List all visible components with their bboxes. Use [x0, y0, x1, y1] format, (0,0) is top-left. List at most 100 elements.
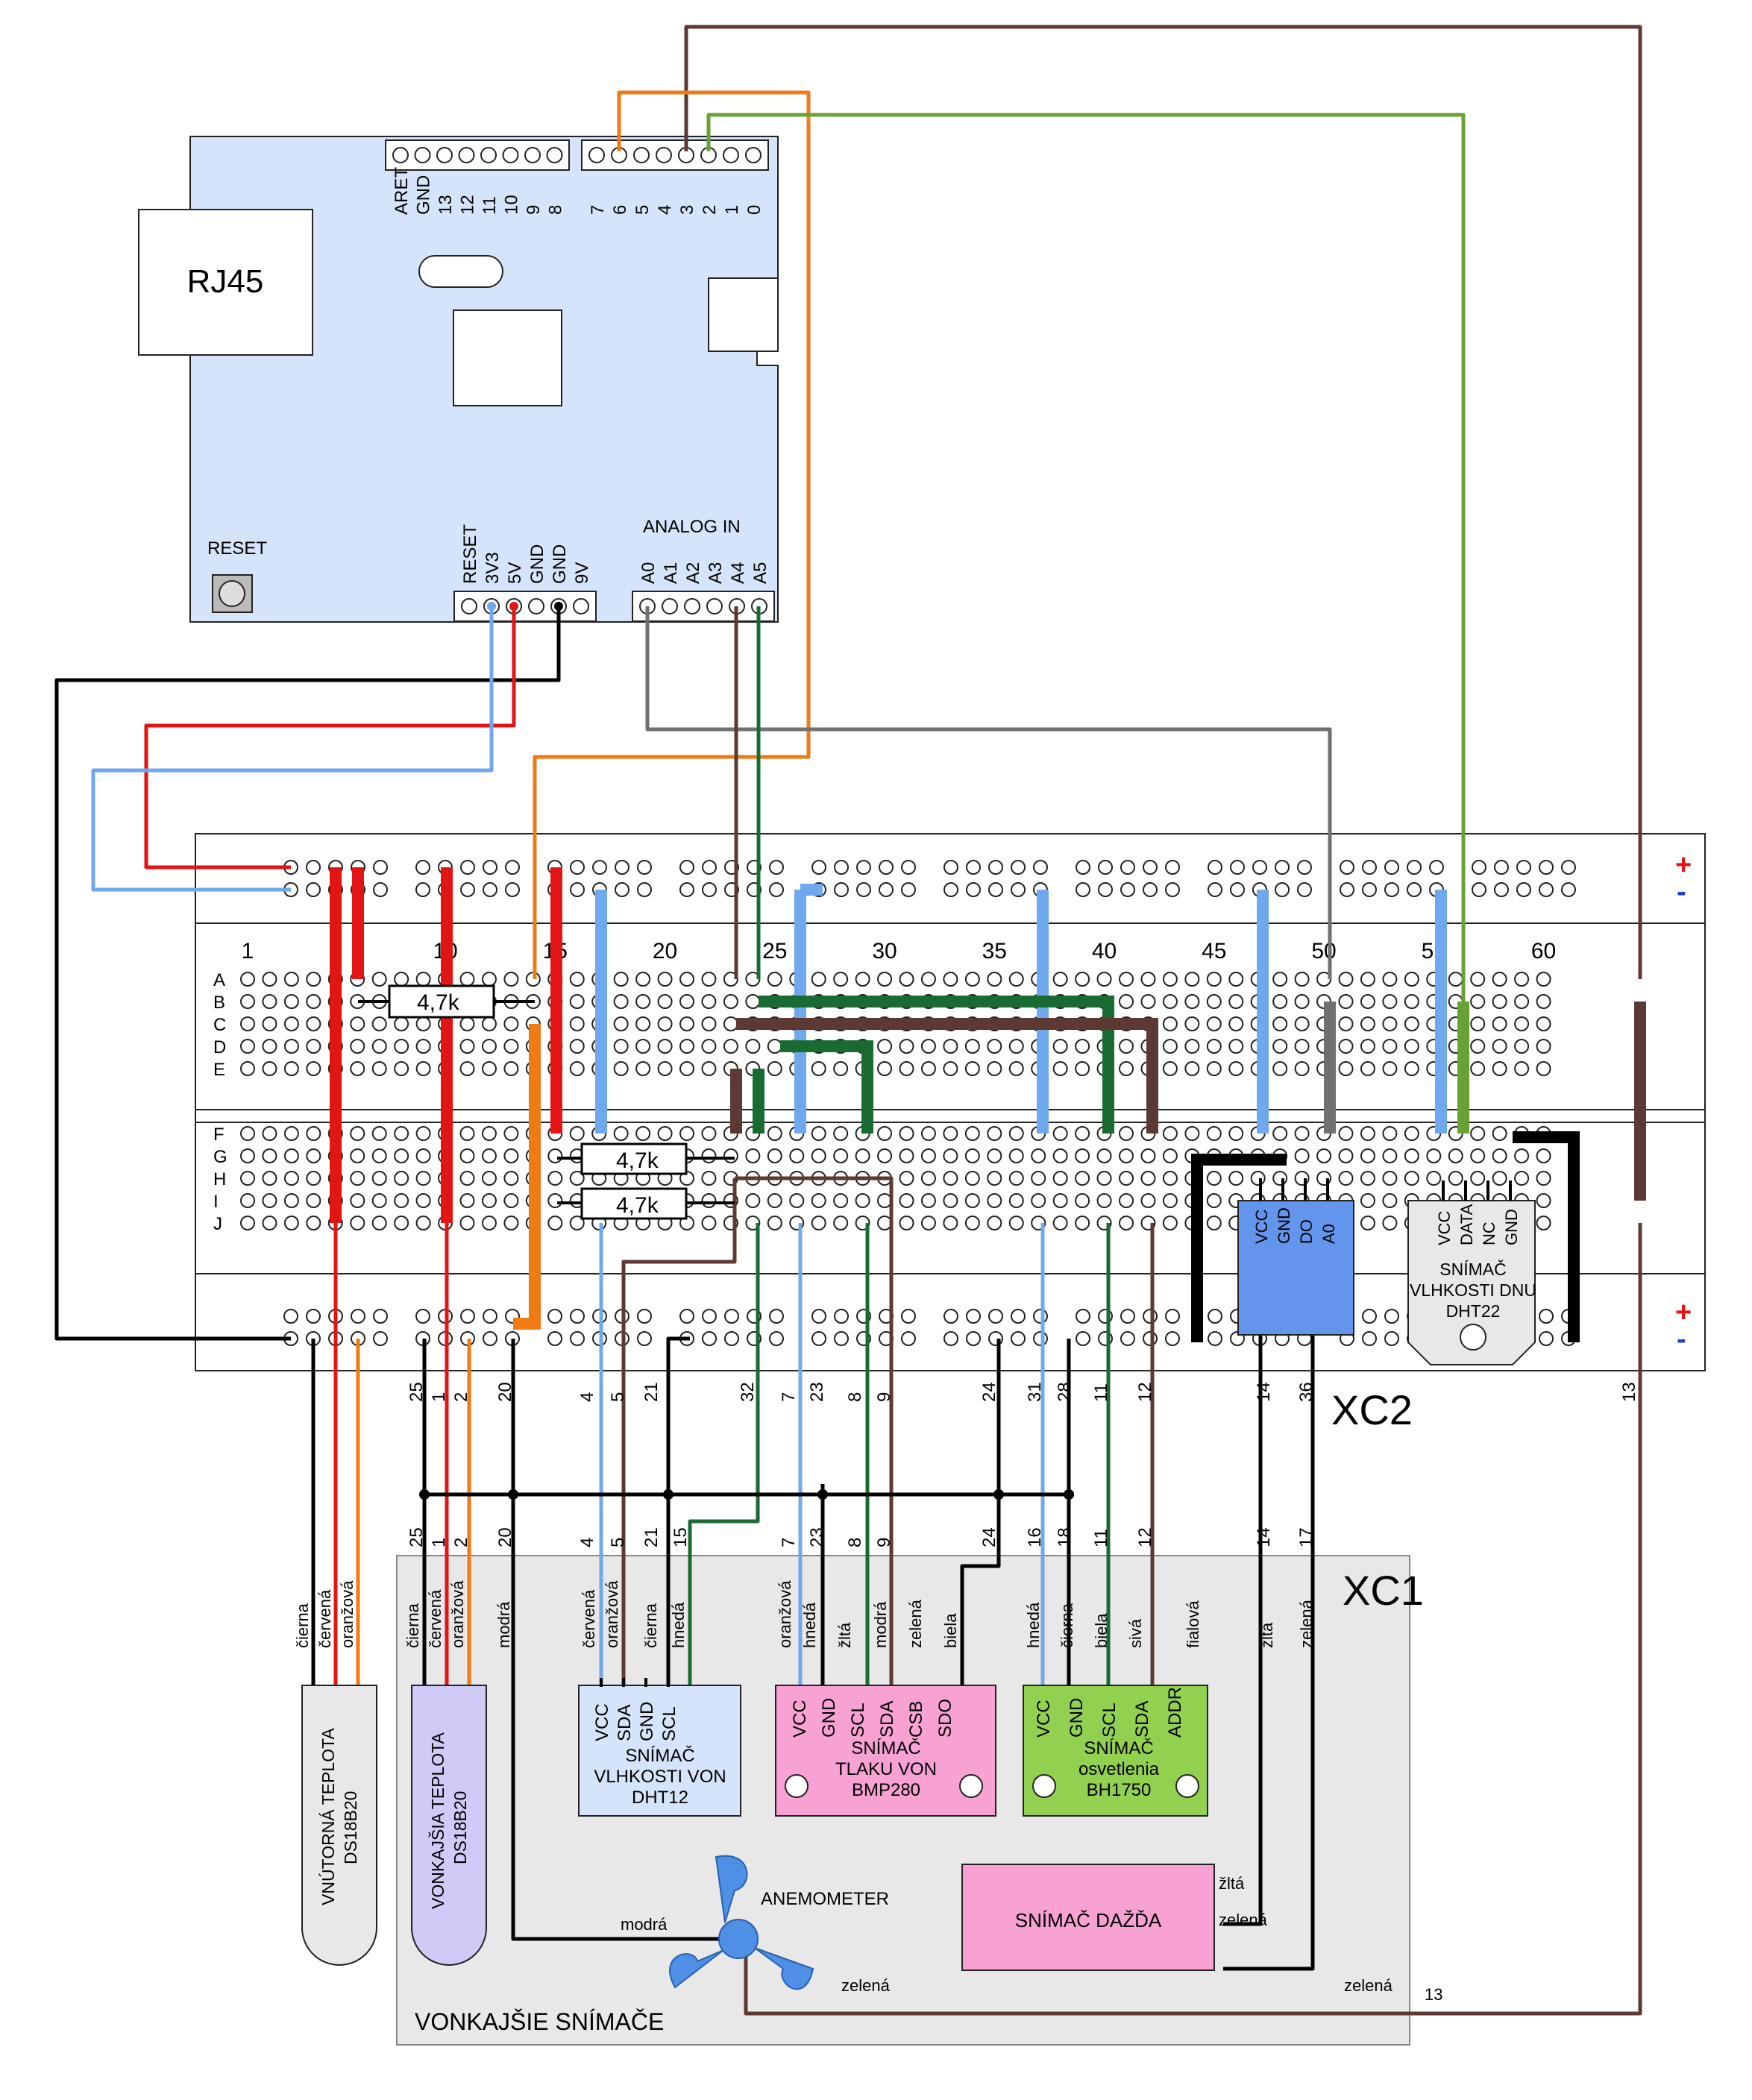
- xc1-number: 9: [874, 1538, 894, 1547]
- header-pin-label: A2: [683, 562, 703, 584]
- module-pin-label: VCC: [592, 1703, 612, 1741]
- header-pin-label: 3V3: [483, 552, 503, 584]
- header-pin-label: 5V: [505, 562, 525, 584]
- wire-color-label: sivá: [1126, 1618, 1145, 1648]
- xc2-number: 5: [608, 1392, 628, 1402]
- wire-color-label: hnedá: [1024, 1602, 1043, 1648]
- header-pin-label: 4: [655, 205, 675, 215]
- module-pin-label: SCL: [848, 1703, 868, 1738]
- label-13: 13: [1425, 1985, 1442, 2004]
- header-pin-label: GND: [414, 175, 434, 215]
- module-pin-label: GND: [637, 1702, 657, 1741]
- module-pin-label: GND: [1275, 1207, 1293, 1244]
- header-pin-label: 10: [502, 195, 522, 215]
- header-pin-label: 0: [744, 205, 764, 215]
- header-pin: [633, 147, 650, 163]
- xc2-number: 24: [979, 1382, 999, 1402]
- svg-text:SNÍMAČ: SNÍMAČ: [1439, 1259, 1506, 1279]
- header-pin-label: 9: [524, 205, 544, 215]
- header-pin-label: A4: [728, 562, 748, 584]
- minus-bottom: -: [1677, 1324, 1686, 1355]
- module-pin-label: SDA: [877, 1701, 897, 1738]
- xc1-number: 20: [495, 1527, 515, 1547]
- wire-pin2-olive: [706, 113, 1466, 1002]
- wire-color-label: zelená: [906, 1599, 925, 1648]
- label-zelena-1: zelená: [841, 1976, 891, 1995]
- module-pin-label: VCC: [1034, 1700, 1054, 1738]
- module-pin-label: SDO: [935, 1699, 955, 1738]
- header-pin: [745, 147, 762, 163]
- xc1-number: 14: [1254, 1527, 1274, 1547]
- reset-label: RESET: [207, 538, 267, 559]
- column-number: 45: [1202, 939, 1226, 963]
- row-letter: G: [213, 1147, 227, 1167]
- header-pin-label: ARET: [392, 167, 412, 215]
- xc2-number: 14: [1254, 1382, 1274, 1402]
- wire-color-label: žltá: [835, 1622, 854, 1648]
- header-pin-label: A0: [638, 562, 659, 584]
- header-pin-label: A1: [661, 562, 681, 584]
- label-modra: modrá: [621, 1915, 668, 1934]
- ds18b20-outer: VONKAJŠIA TEPLOTA DS18B20: [411, 1685, 487, 1966]
- svg-text:BH1750: BH1750: [1087, 1780, 1152, 1800]
- xc2-number: 28: [1055, 1382, 1075, 1402]
- svg-text:DHT12: DHT12: [632, 1788, 688, 1808]
- header-pin: [502, 147, 519, 163]
- header-pin: [524, 147, 541, 163]
- module-pin-label: GND: [1502, 1209, 1521, 1245]
- xc2-number: 32: [738, 1382, 758, 1402]
- svg-text:DS18B20: DS18B20: [341, 1791, 360, 1864]
- svg-text:ANEMOMETER: ANEMOMETER: [761, 1889, 889, 1909]
- wire-color-label: oranžová: [338, 1580, 357, 1648]
- wire-color-label: hnedá: [800, 1602, 819, 1648]
- wire-3v3-blue: [91, 610, 494, 892]
- header-pin: [461, 598, 477, 614]
- svg-text:4,7k: 4,7k: [616, 1193, 659, 1218]
- header-pin: [436, 147, 453, 163]
- wire-color-label: biela: [1092, 1613, 1111, 1648]
- outdoor-box-label: VONKAJŠIE SNÍMAČE: [415, 2008, 664, 2035]
- xc2-number: 4: [577, 1392, 597, 1402]
- header-pin-label: 8: [546, 205, 566, 215]
- module-pin-label: A0: [1319, 1224, 1338, 1244]
- column-number: 30: [872, 939, 897, 963]
- header-pin: [528, 598, 544, 614]
- module-pin-label: VCC: [790, 1700, 810, 1738]
- rain-sensor: SNÍMAČ DAŽĎA: [961, 1864, 1215, 1971]
- row-letter: D: [213, 1037, 226, 1057]
- jumper-wires: [330, 867, 1646, 1342]
- xc1-number: 15: [671, 1527, 691, 1547]
- header-pin-label: 3: [677, 205, 697, 215]
- xc1-number: 2: [451, 1538, 471, 1547]
- label-zelena-3: zelená: [1219, 1911, 1268, 1929]
- wire-color-label: čierna: [641, 1603, 660, 1648]
- xc2-number: 1: [429, 1392, 449, 1402]
- xc1-number: 21: [641, 1527, 662, 1547]
- header-pin: [573, 598, 589, 614]
- rj45-jack: [138, 209, 313, 356]
- anemometer: ANEMOMETER: [669, 1855, 889, 1990]
- wire-5v-red: [144, 610, 516, 870]
- module-pin-label: DO: [1297, 1219, 1316, 1244]
- header-pin-label: 11: [480, 196, 500, 215]
- header-pin-label: 13: [436, 195, 456, 215]
- header-pin: [662, 598, 678, 614]
- wire-color-label: biela: [941, 1613, 960, 1648]
- row-letter: C: [213, 1015, 226, 1035]
- sensor-legs: [600, 1678, 670, 1687]
- header-pin: [588, 147, 605, 163]
- svg-text:SNÍMAČ: SNÍMAČ: [625, 1745, 694, 1766]
- wire-color-label: červená: [315, 1589, 334, 1648]
- rj45-label: RJ45: [187, 263, 264, 300]
- header-pin-label: 12: [458, 195, 478, 215]
- plus-bottom: +: [1675, 1297, 1692, 1328]
- svg-text:4,7k: 4,7k: [417, 990, 460, 1015]
